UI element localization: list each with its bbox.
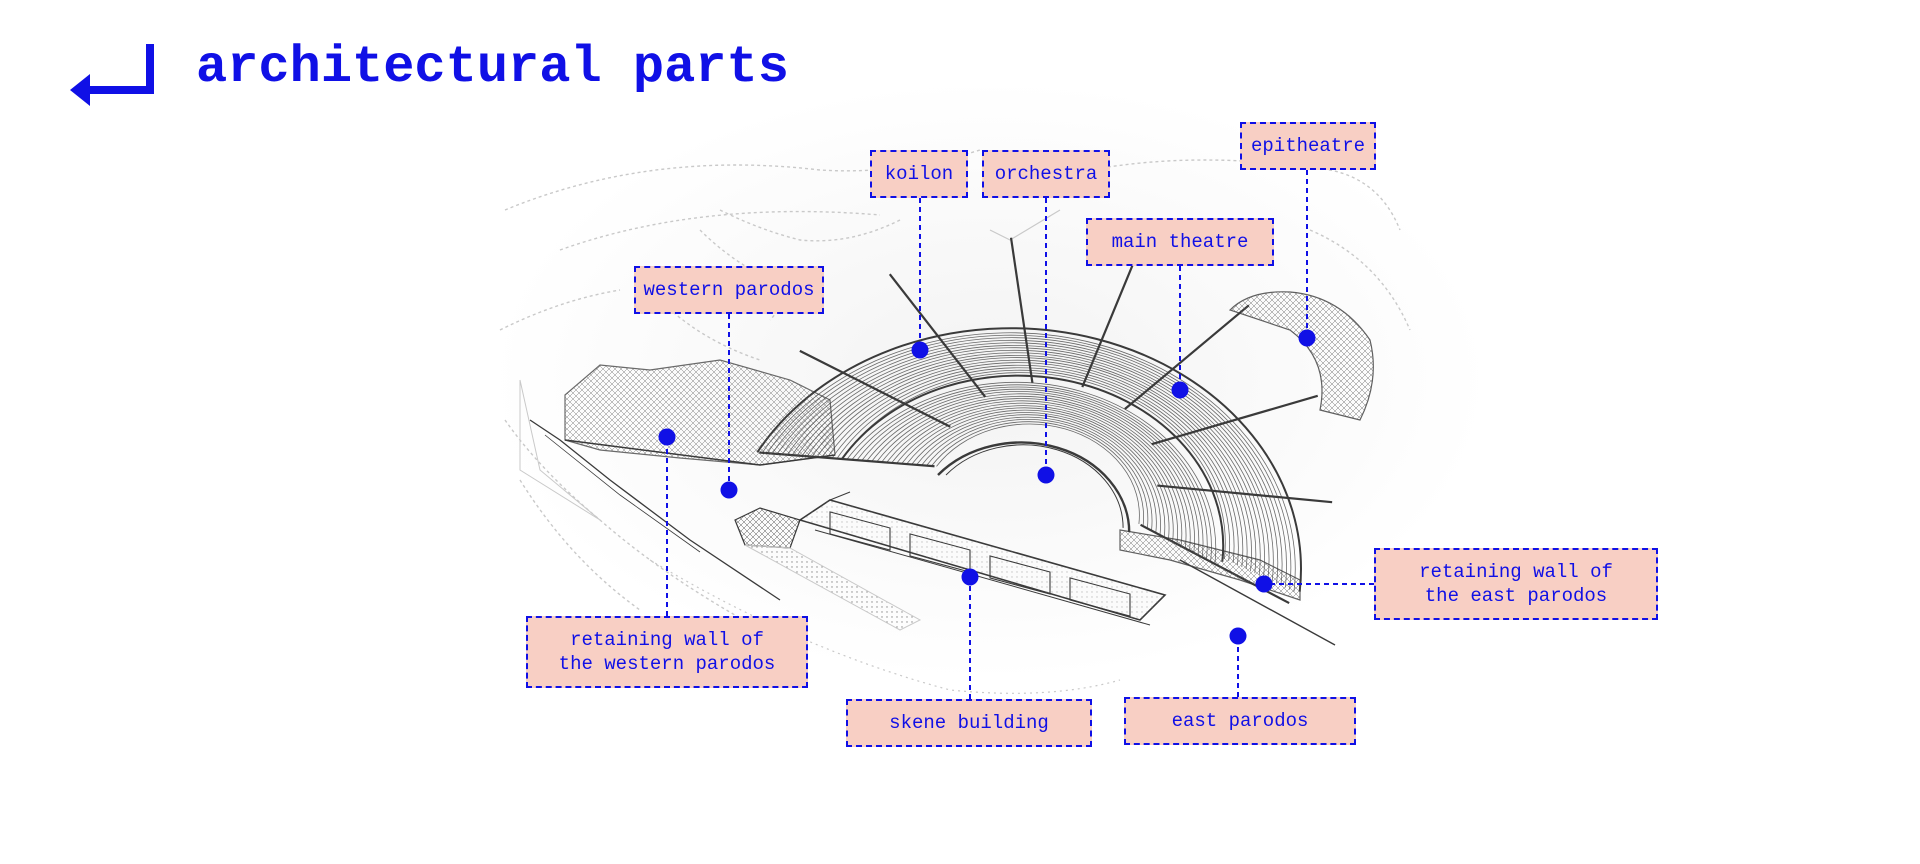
marker-dot-koilon[interactable] — [911, 341, 929, 359]
marker-dot-western-parodos[interactable] — [720, 481, 738, 499]
marker-dot-east-parodos[interactable] — [1229, 627, 1247, 645]
page-title: architectural parts — [196, 38, 789, 97]
return-arrow-icon[interactable] — [66, 40, 156, 110]
label-retaining-wall-western: retaining wall of the western parodos — [526, 616, 808, 688]
label-orchestra: orchestra — [982, 150, 1110, 198]
marker-dot-skene-building[interactable] — [961, 568, 979, 586]
label-main-theatre: main theatre — [1086, 218, 1274, 266]
label-east-parodos: east parodos — [1124, 697, 1356, 745]
marker-dot-orchestra[interactable] — [1037, 466, 1055, 484]
marker-dot-main-theatre[interactable] — [1171, 381, 1189, 399]
marker-dot-epitheatre[interactable] — [1298, 329, 1316, 347]
label-koilon: koilon — [870, 150, 968, 198]
marker-dot-retaining-wall-western[interactable] — [658, 428, 676, 446]
leader-lines — [666, 170, 1374, 699]
marker-dots — [658, 329, 1316, 645]
label-epitheatre: epitheatre — [1240, 122, 1376, 170]
label-skene-building: skene building — [846, 699, 1092, 747]
label-retaining-wall-east: retaining wall of the east parodos — [1374, 548, 1658, 620]
marker-dot-retaining-wall-east[interactable] — [1255, 575, 1273, 593]
label-western-parodos: western parodos — [634, 266, 824, 314]
